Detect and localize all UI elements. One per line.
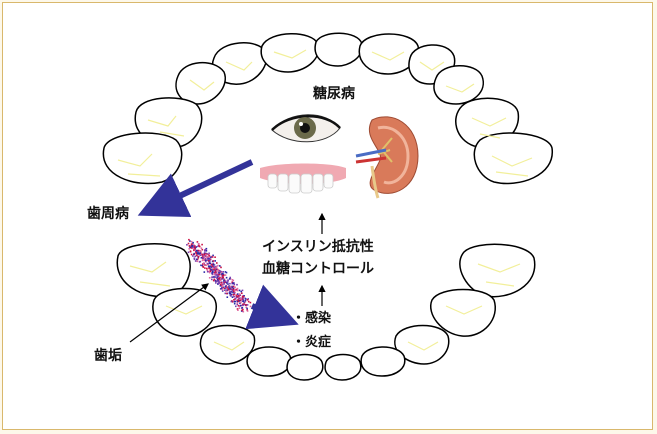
tooth bbox=[324, 353, 362, 381]
tooth bbox=[152, 287, 217, 337]
label-plaque: 歯垢 bbox=[94, 348, 122, 364]
label-insulin-resistance: インスリン抵抗性 bbox=[262, 239, 374, 255]
label-infection: ・感染 bbox=[292, 311, 332, 326]
plaque-pointer-line bbox=[129, 283, 209, 343]
tooth bbox=[175, 61, 227, 105]
label-diabetes: 糖尿病 bbox=[313, 86, 355, 102]
tooth bbox=[199, 324, 256, 365]
tooth bbox=[314, 32, 363, 67]
tooth bbox=[102, 132, 183, 185]
arrow-to-periodontal bbox=[137, 159, 254, 217]
tooth bbox=[473, 132, 553, 185]
upper-arch bbox=[102, 32, 553, 185]
label-inflammation: ・炎症 bbox=[292, 335, 332, 350]
tooth bbox=[360, 346, 406, 377]
label-periodontal: 歯周病 bbox=[87, 206, 129, 222]
tooth bbox=[286, 353, 324, 381]
gums-teeth-icon bbox=[260, 163, 346, 194]
kidney-icon bbox=[355, 116, 419, 199]
arrow-to-infection bbox=[245, 284, 299, 330]
plaque-speckle bbox=[186, 238, 252, 313]
tooth-fissures bbox=[117, 49, 533, 351]
tooth bbox=[430, 288, 496, 337]
tooth bbox=[246, 346, 292, 377]
tooth bbox=[433, 65, 485, 105]
tooth bbox=[260, 33, 320, 73]
label-blood-sugar-control: 血糖コントロール bbox=[262, 261, 374, 277]
eye-icon bbox=[271, 114, 341, 143]
